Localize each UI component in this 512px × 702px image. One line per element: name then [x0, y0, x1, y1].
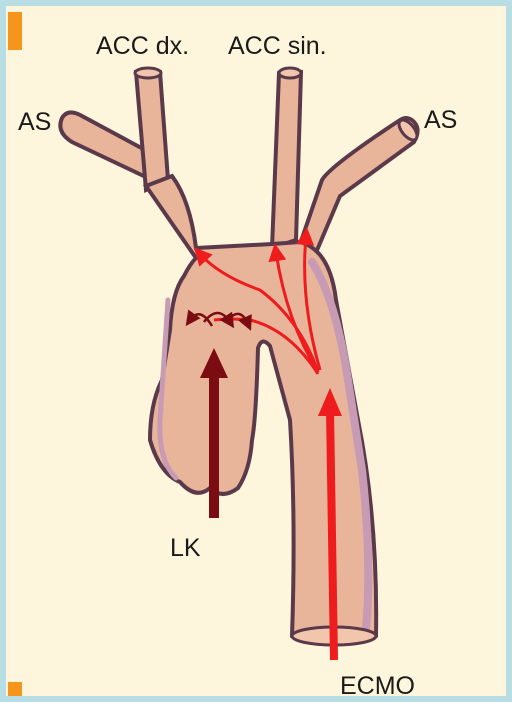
- label-ecmo: ECMO: [340, 672, 415, 700]
- label-as-left: AS: [18, 108, 51, 136]
- top-marker: [8, 12, 22, 50]
- ecmo-main-flow-arrow: [330, 410, 334, 660]
- label-as-right: AS: [424, 106, 457, 134]
- bottom-marker: [8, 682, 22, 696]
- aortic-arch-and-descending-aorta: [146, 176, 376, 643]
- label-acc-sin: ACC sin.: [228, 32, 327, 60]
- label-acc-dx: ACC dx.: [96, 32, 189, 60]
- left-common-carotid-artery: [272, 72, 301, 248]
- left-subclavian-artery: [298, 118, 418, 262]
- label-lk: LK: [170, 534, 201, 562]
